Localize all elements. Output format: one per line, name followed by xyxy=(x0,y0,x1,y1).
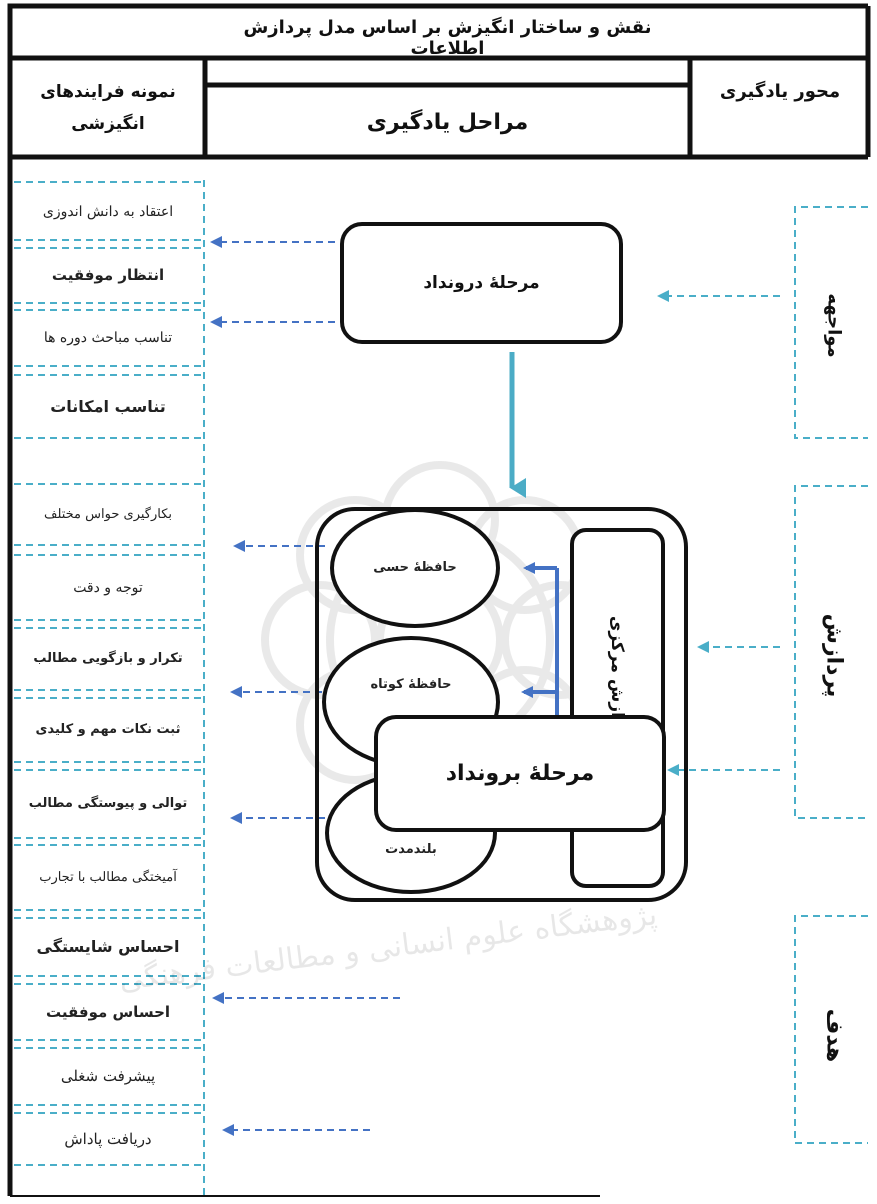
process-item: تناسب مباحث دوره ها xyxy=(43,329,173,346)
diagram-title: نقش و ساختار انگیزش بر اساس مدل پردازش ا… xyxy=(243,17,652,59)
process-item: تکرار و بازگویی مطالب xyxy=(33,650,183,666)
process-item: ثبت نکات مهم و کلیدی xyxy=(35,721,181,737)
axis-label-goal: هدف xyxy=(821,1008,847,1062)
outer-frame xyxy=(7,3,868,1196)
process-item: پیشرفت شغلی xyxy=(60,1067,156,1086)
process-item: احساس شایستگی xyxy=(36,937,180,957)
process-item: احساس موفقیت xyxy=(45,1002,171,1021)
central-processing-container xyxy=(315,507,688,902)
process-item: بکارگیری حواس مختلف xyxy=(43,506,173,522)
process-item: انتظار موفقیت xyxy=(51,266,165,285)
process-item: دریافت پاداش xyxy=(64,1130,152,1149)
output-stage-box: مرحلۀ برونداد xyxy=(374,715,666,832)
header-learning-axis: محور یادگیری xyxy=(719,80,841,102)
header-motivational-processes: نمونه فرایندهای انگیزشی xyxy=(40,81,176,134)
process-item: تناسب امکانات xyxy=(50,396,166,416)
process-item: توجه و دقت xyxy=(73,579,143,596)
process-item: توالی و پیوستگی مطالب xyxy=(28,795,188,811)
header-learning-stages: مراحل یادگیری xyxy=(366,109,529,135)
axis-brackets xyxy=(794,206,868,1144)
sensory-memory-ellipse: حافظۀ حسی xyxy=(330,508,500,628)
axis-label-processing: پردازش xyxy=(821,613,847,697)
process-item: اعتقاد به دانش اندوزی xyxy=(42,203,174,220)
central-stage-label: مرحلۀ پردازش مرکزی xyxy=(607,615,628,801)
input-stage-box: مرحلۀ درونداد xyxy=(340,222,623,344)
axis-label-exposure: مواجهه xyxy=(823,292,845,358)
process-column-borders xyxy=(14,180,205,1196)
process-item: آمیختگی مطالب با تجارب xyxy=(39,869,177,885)
